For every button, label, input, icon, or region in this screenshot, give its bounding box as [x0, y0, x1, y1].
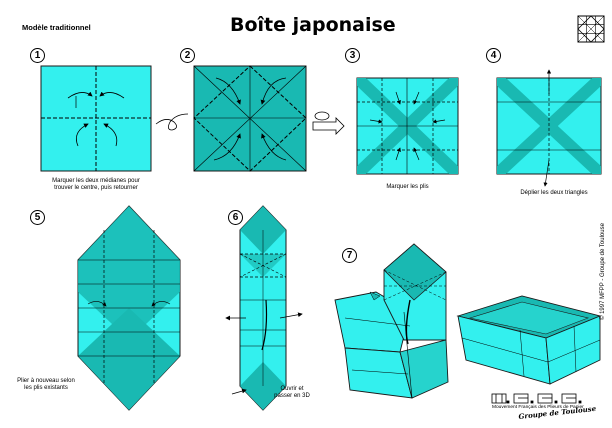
step-5-hexagon: [78, 206, 180, 410]
step-1-square: [41, 66, 151, 171]
step-3-square: [357, 78, 458, 174]
mfpp-logo: [492, 394, 581, 403]
step-5-caption: Plier à nouveau selon les plis existants: [16, 378, 76, 392]
rotate-arrow-icon: [313, 112, 344, 134]
turn-over-arrow-icon: [156, 114, 188, 130]
step-2-square: [194, 66, 306, 171]
step-3-caption: Marquer les plis: [360, 184, 455, 191]
step-4-square: [497, 70, 601, 186]
step-1-caption: Marquer les deux médianes pour trouver l…: [52, 178, 140, 192]
step-4-caption: Déplier les deux triangles: [506, 190, 602, 197]
step-7-open-box: [335, 244, 448, 398]
step-6-caption: Ouvrir et passer en 3D: [272, 386, 312, 400]
step-6-strip: [226, 206, 302, 410]
final-box: [458, 296, 600, 384]
copyright-note: © 1997 MFPP - Groupe de Toulouse: [600, 180, 606, 320]
